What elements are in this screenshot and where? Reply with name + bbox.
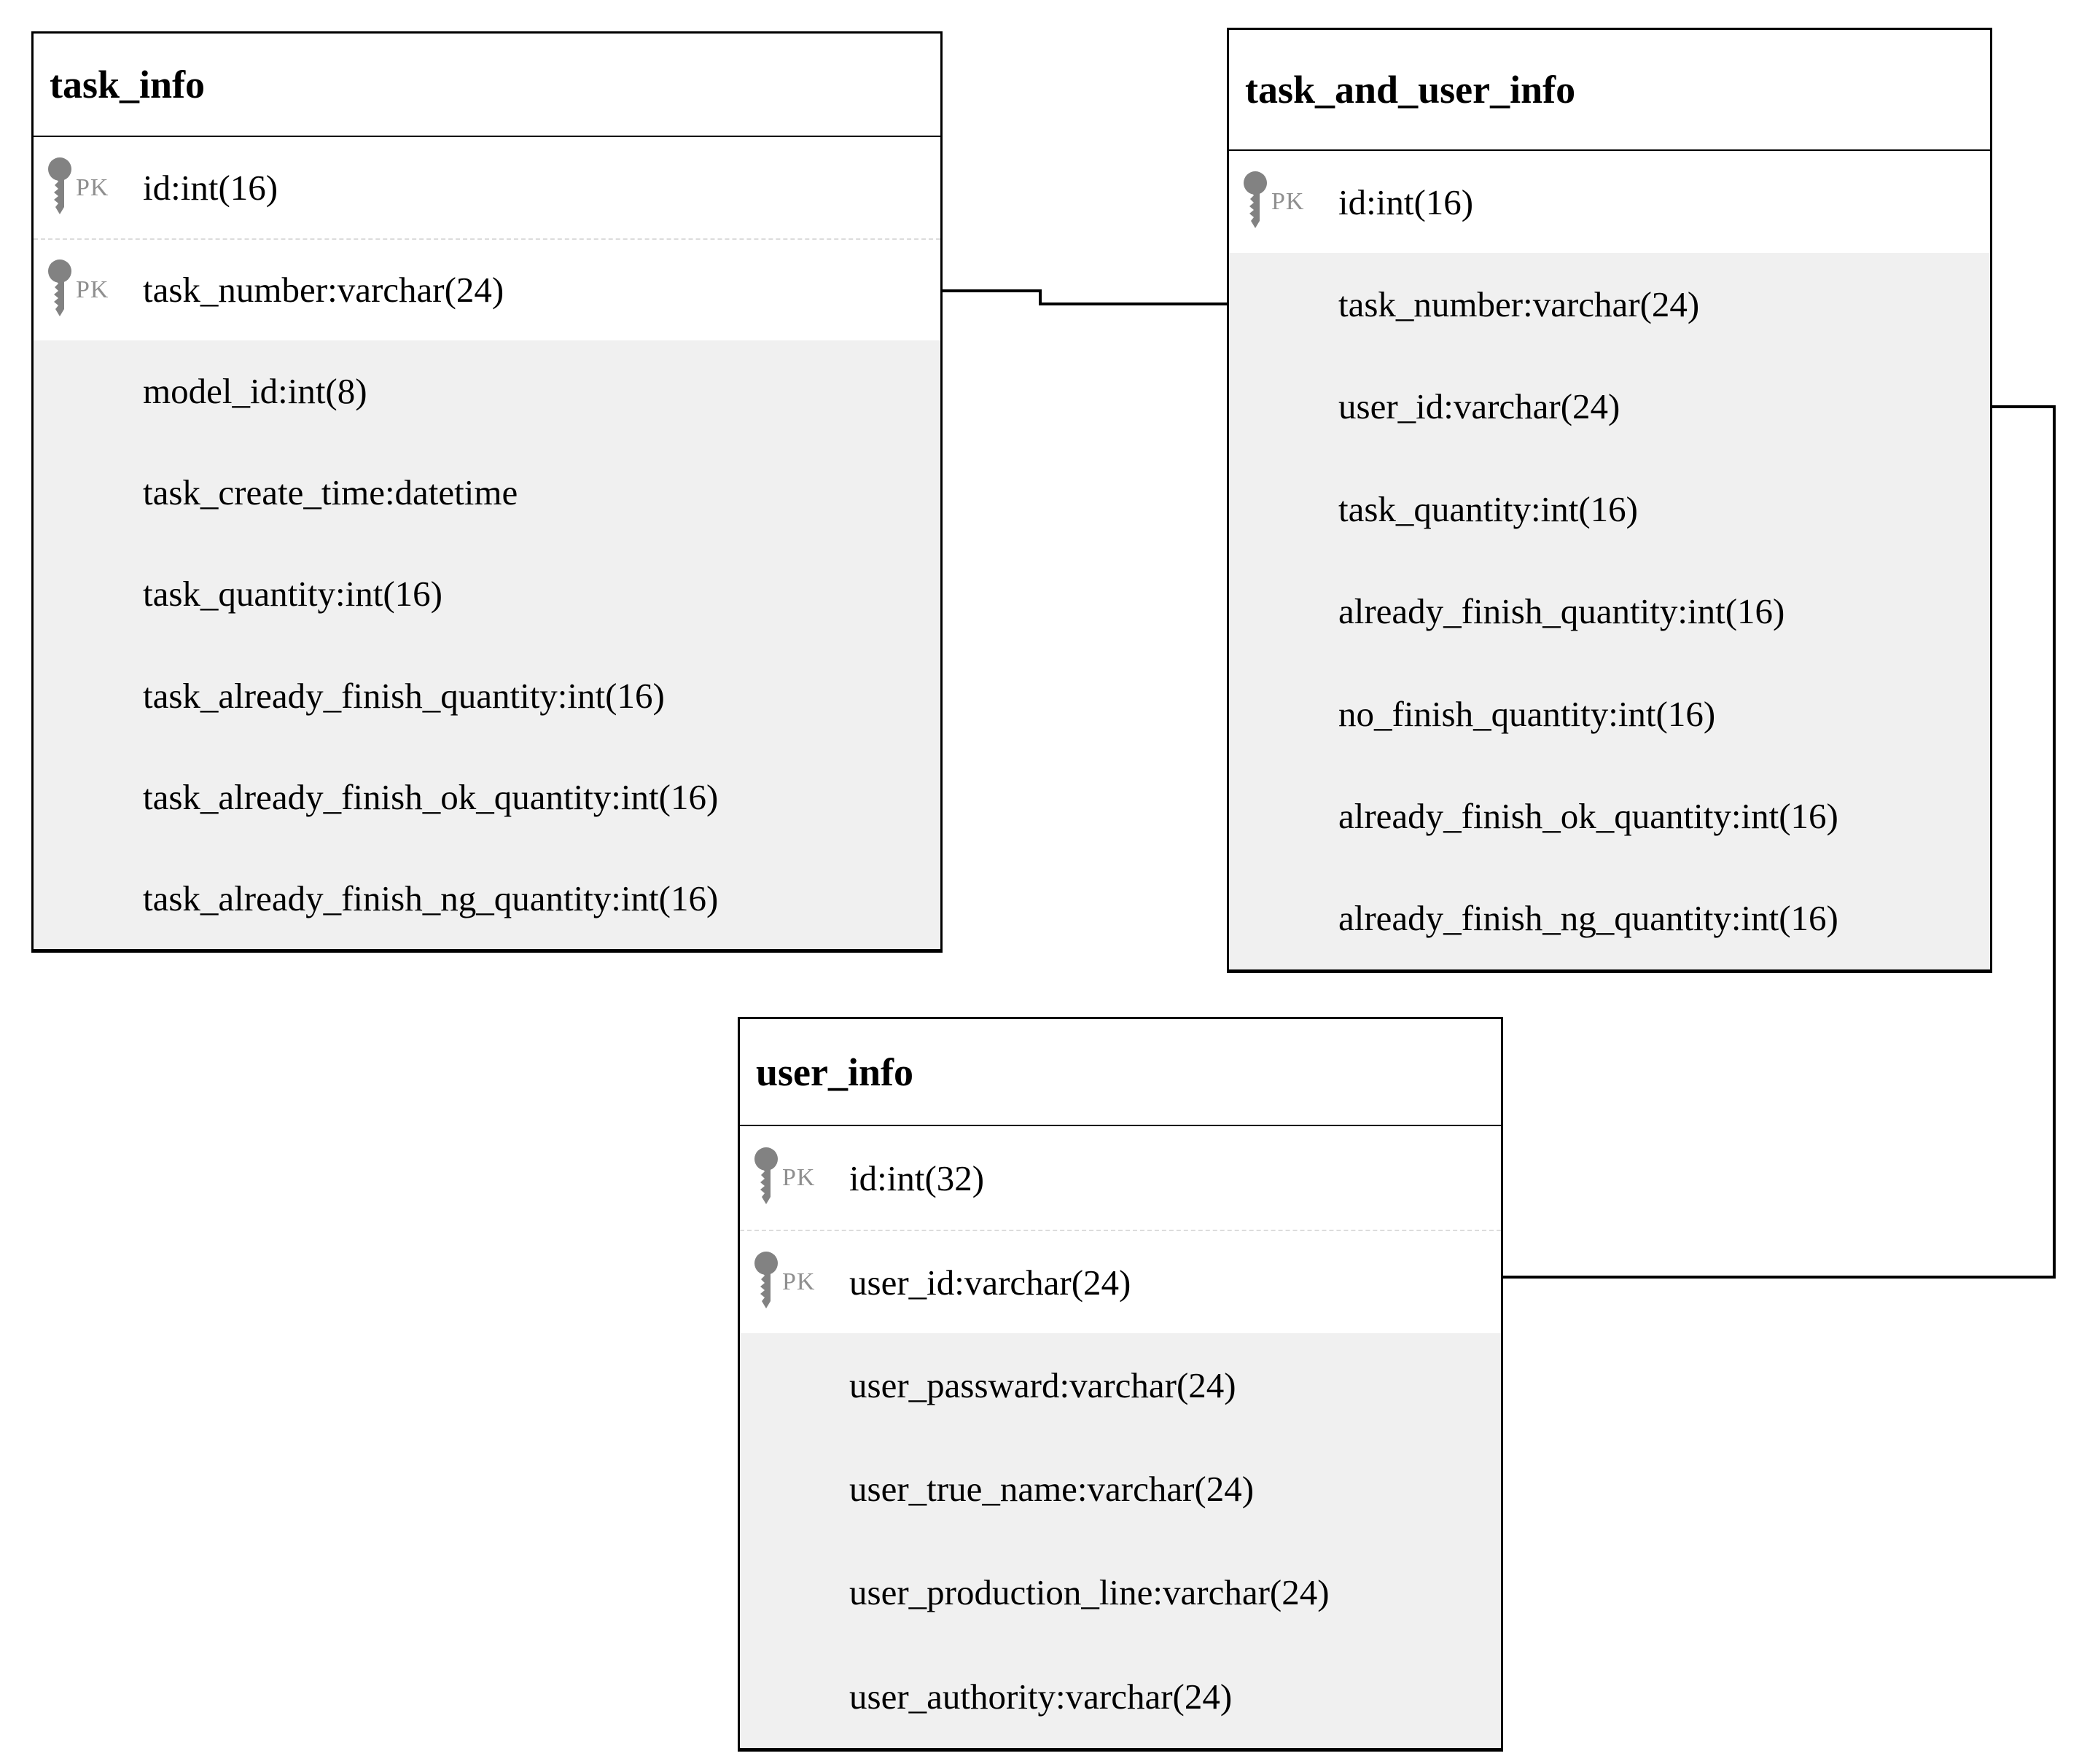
field-row: user_authority:varchar(24) <box>740 1644 1501 1749</box>
field-label: user_true_name:varchar(24) <box>849 1469 1255 1510</box>
field-row: task_create_time:datetime <box>34 441 940 544</box>
table-title: task_info <box>50 63 206 106</box>
table-rows: PK id:int(16) PK task_number:varchar(24)mod… <box>34 137 940 950</box>
field-row: PK user_id:varchar(24) <box>740 1230 1501 1334</box>
primary-key-icon <box>752 1252 782 1313</box>
pk-badge: PK <box>782 1164 816 1192</box>
table-rows: PK id:int(16) task_number:varchar(24) user_… <box>1229 151 1990 970</box>
field-label: task_create_time:datetime <box>143 472 518 513</box>
field-label: id:int(16) <box>1338 182 1474 222</box>
field-label: task_already_finish_ok_quantity:int(16) <box>143 776 719 817</box>
primary-key-icon <box>752 1147 782 1209</box>
primary-key-icon <box>45 157 76 219</box>
field-row: task_already_finish_quantity:int(16) <box>34 644 940 746</box>
pk-badge: PK <box>76 276 109 303</box>
table-title: task_and_user_info <box>1245 68 1576 112</box>
pk-badge: PK <box>76 173 109 201</box>
field-label: id:int(16) <box>143 168 278 208</box>
table-header: task_and_user_info <box>1229 30 1990 151</box>
table-rows: PK id:int(32) PK user_id:varchar(24) user_pa… <box>740 1126 1501 1749</box>
field-row: already_finish_ng_quantity:int(16) <box>1229 867 1990 970</box>
table-task-and-user-info: task_and_user_info PK id:int(16) task_numb… <box>1227 28 1992 974</box>
relationship-line <box>1501 405 2056 1279</box>
field-row: user_passward:varchar(24) <box>740 1333 1501 1437</box>
field-row: model_id:int(8) <box>34 340 940 442</box>
field-row: PK id:int(32) <box>740 1126 1501 1230</box>
field-row: task_quantity:int(16) <box>1229 458 1990 561</box>
field-label: already_finish_ng_quantity:int(16) <box>1338 898 1838 939</box>
field-row: task_already_finish_ok_quantity:int(16) <box>34 746 940 848</box>
table-task-info: task_info PK id:int(16) PK task_number:varc… <box>31 31 943 953</box>
primary-key-icon <box>45 259 76 321</box>
table-title: user_info <box>756 1050 913 1094</box>
field-row: task_quantity:int(16) <box>34 543 940 645</box>
table-header: task_info <box>34 34 940 137</box>
table-user-info: user_info PK id:int(32) PK user_id:varchar(… <box>738 1017 1503 1752</box>
field-label: user_id:varchar(24) <box>849 1262 1131 1303</box>
field-label: user_passward:varchar(24) <box>849 1365 1236 1405</box>
field-row: user_production_line:varchar(24) <box>740 1540 1501 1644</box>
field-label: user_id:varchar(24) <box>1338 386 1620 427</box>
field-label: task_already_finish_quantity:int(16) <box>143 675 665 716</box>
field-row: already_finish_ok_quantity:int(16) <box>1229 765 1990 867</box>
field-label: already_finish_ok_quantity:int(16) <box>1338 796 1838 837</box>
field-label: user_production_line:varchar(24) <box>849 1572 1330 1613</box>
field-row: PK task_number:varchar(24) <box>34 238 940 340</box>
field-label: task_number:varchar(24) <box>1338 284 1700 325</box>
field-row: user_id:varchar(24) <box>1229 355 1990 458</box>
table-header: user_info <box>740 1019 1501 1126</box>
field-label: task_number:varchar(24) <box>143 270 504 311</box>
field-label: id:int(32) <box>849 1158 985 1198</box>
field-row: already_finish_quantity:int(16) <box>1229 560 1990 663</box>
relationship-line <box>943 289 1227 305</box>
primary-key-icon <box>1241 171 1271 233</box>
field-label: already_finish_quantity:int(16) <box>1338 591 1785 632</box>
field-row: no_finish_quantity:int(16) <box>1229 662 1990 765</box>
field-row: user_true_name:varchar(24) <box>740 1437 1501 1541</box>
field-label: task_already_finish_ng_quantity:int(16) <box>143 878 719 919</box>
field-label: model_id:int(8) <box>143 370 367 411</box>
field-label: task_quantity:int(16) <box>143 574 442 614</box>
field-label: task_quantity:int(16) <box>1338 488 1638 529</box>
field-row: PK id:int(16) <box>34 137 940 239</box>
field-row: task_already_finish_ng_quantity:int(16) <box>34 848 940 950</box>
pk-badge: PK <box>1271 188 1305 216</box>
field-label: user_authority:varchar(24) <box>849 1676 1233 1717</box>
pk-badge: PK <box>782 1268 816 1296</box>
field-row: task_number:varchar(24) <box>1229 253 1990 356</box>
field-label: no_finish_quantity:int(16) <box>1338 693 1716 734</box>
field-row: PK id:int(16) <box>1229 151 1990 254</box>
